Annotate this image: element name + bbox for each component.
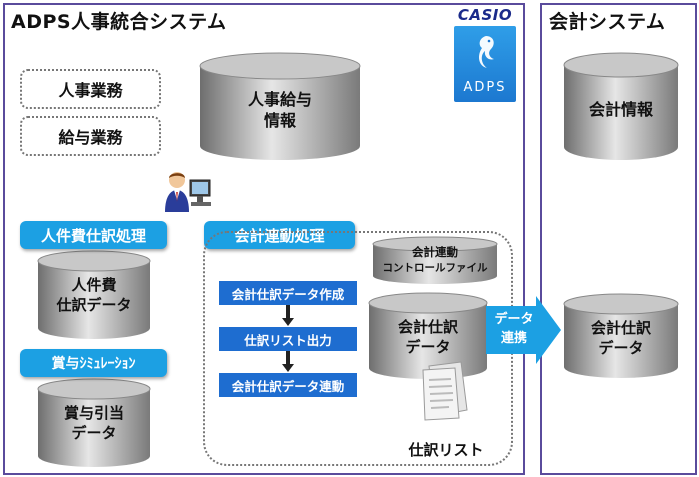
- personnel-payroll-info-db: 人事給与 情報: [199, 52, 361, 162]
- seahorse-icon: [479, 36, 494, 68]
- journal-list-label: 仕訳リスト: [408, 441, 484, 459]
- db-label-line1: 会計仕訳: [397, 318, 458, 336]
- bonus-simulation-tab: 賞与ｼﾐｭﾚｰｼｮﾝ: [20, 349, 167, 377]
- casio-adps-logo: CASIO ADPS: [450, 6, 520, 102]
- labor-cost-journal-db: 人件費 仕訳データ: [37, 250, 151, 340]
- adps-system-title: ADPS人事統合システム: [11, 11, 227, 33]
- db-label-line1: 賞与引当: [63, 404, 124, 422]
- accounting-journal-db-source: 会計仕訳 データ: [368, 292, 488, 380]
- personnel-work-box: 人事業務: [20, 69, 161, 109]
- journal-list-document-icon: [415, 360, 471, 424]
- adps-logo-tile: ADPS: [454, 26, 516, 102]
- create-journal-data-step: 会計仕訳データ作成: [219, 281, 357, 305]
- db-label-line1: 会計仕訳: [590, 319, 651, 337]
- transfer-label-line1: データ: [494, 312, 534, 327]
- step-arrow-icon: [282, 305, 294, 327]
- db-label-line1: 人事給与: [247, 90, 312, 109]
- accounting-info-db: 会計情報: [563, 52, 679, 162]
- db-label-line1: 人件費: [71, 276, 117, 294]
- adps-wordmark: ADPS: [463, 80, 507, 95]
- data-transfer-arrow: データ 連携: [486, 296, 562, 364]
- db-label-line1: 会計連動: [412, 245, 458, 259]
- db-label-line2: 仕訳データ: [56, 295, 132, 314]
- db-label-line2: 情報: [263, 110, 296, 130]
- accounting-link-control-file-db: 会計連動 コントロールファイル: [372, 236, 498, 286]
- step-arrow-icon: [282, 351, 294, 373]
- labor-cost-journal-process-tab: 人件費仕訳処理: [20, 221, 167, 249]
- db-label-line2: データ: [598, 338, 644, 357]
- operator-at-computer-icon: [163, 170, 213, 216]
- link-journal-data-step: 会計仕訳データ連動: [219, 373, 357, 397]
- payroll-work-box: 給与業務: [20, 116, 161, 156]
- accounting-system-title: 会計システム: [549, 11, 666, 33]
- accounting-journal-db-target: 会計仕訳 データ: [563, 293, 679, 379]
- db-label-line2: データ: [71, 423, 117, 442]
- db-label-line1: 会計情報: [588, 100, 653, 119]
- db-label-line2: データ: [405, 337, 451, 356]
- bonus-provision-db: 賞与引当 データ: [37, 378, 151, 468]
- output-journal-list-step: 仕訳リスト出力: [219, 327, 357, 351]
- casio-wordmark: CASIO: [457, 6, 513, 24]
- db-label-line2: コントロールファイル: [382, 261, 488, 274]
- transfer-label-line2: 連携: [500, 330, 527, 346]
